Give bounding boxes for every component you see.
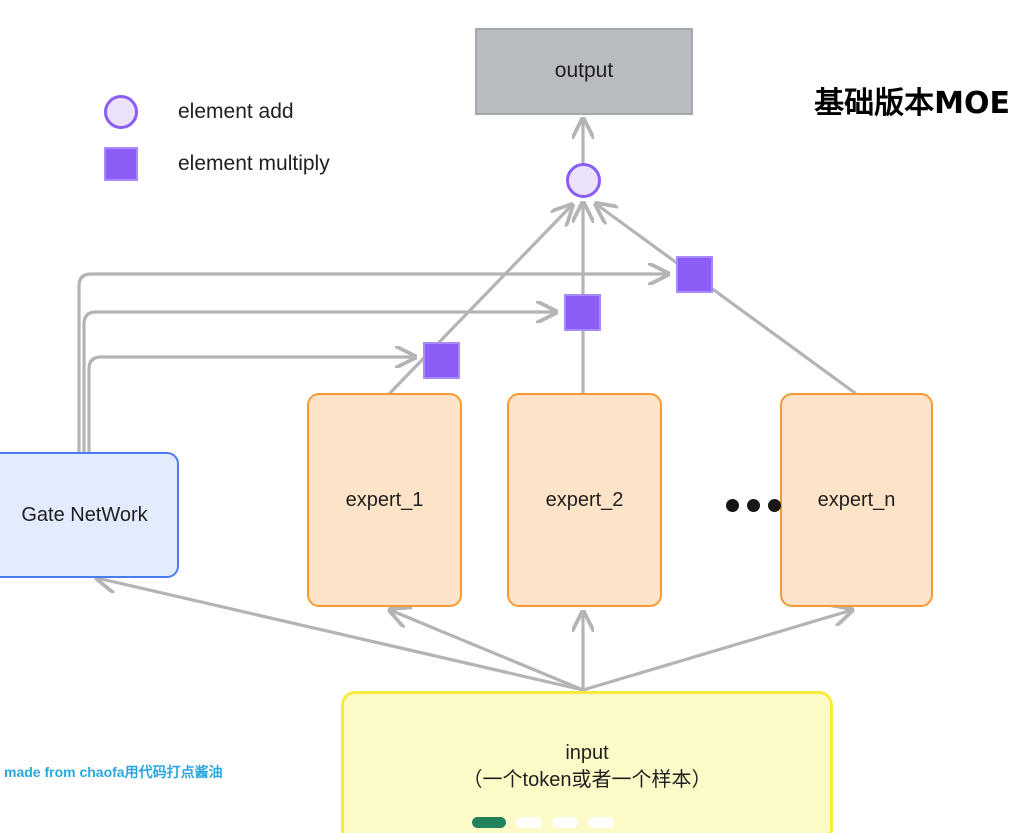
ellipsis-dots-icon [726, 499, 781, 512]
progress-pill[interactable] [516, 817, 542, 828]
legend-label-element-add: element add [178, 100, 294, 123]
node-expert-1-label: expert_1 [345, 488, 424, 511]
node-expert-1: expert_1 [307, 393, 462, 607]
node-gate-network-label: Gate NetWork [21, 503, 148, 526]
legend-item-element-add: element add [104, 86, 330, 138]
wire-expert1-to-add [388, 205, 572, 395]
diagram-title: 基础版本MOE [814, 86, 1010, 121]
node-output-label: output [554, 59, 614, 83]
wire-input-to-expert1 [390, 610, 585, 692]
progress-pill[interactable] [588, 817, 614, 828]
node-expert-n: expert_n [780, 393, 933, 607]
watermark-text: made from chaofa用代码打点酱油 [4, 764, 223, 780]
node-expert-2: expert_2 [507, 393, 662, 607]
progress-pill-active[interactable] [472, 817, 506, 828]
filled-square-icon [104, 147, 138, 181]
wire-expertn-to-add [596, 204, 857, 395]
progress-pill[interactable] [552, 817, 578, 828]
node-input: input （一个token或者一个样本） [341, 691, 833, 833]
node-input-label: input [565, 742, 609, 764]
node-expert-n-label: expert_n [817, 488, 896, 511]
multiply-expert-n [676, 256, 713, 293]
slide-progress-indicator[interactable] [472, 817, 614, 828]
dot-icon [747, 499, 760, 512]
legend: element add element multiply [104, 86, 330, 190]
element-add-node [566, 163, 601, 198]
legend-label-element-multiply: element multiply [178, 152, 330, 175]
circle-outline-icon [104, 95, 138, 129]
node-gate-network: Gate NetWork [0, 452, 179, 578]
dot-icon [726, 499, 739, 512]
legend-item-element-multiply: element multiply [104, 138, 330, 190]
node-expert-2-label: expert_2 [545, 488, 624, 511]
node-output: output [475, 28, 693, 115]
multiply-expert-2 [564, 294, 601, 331]
dot-icon [768, 499, 781, 512]
node-input-sublabel: （一个token或者一个样本） [462, 769, 712, 791]
multiply-expert-1 [423, 342, 460, 379]
wire-input-to-expertn [581, 610, 852, 692]
